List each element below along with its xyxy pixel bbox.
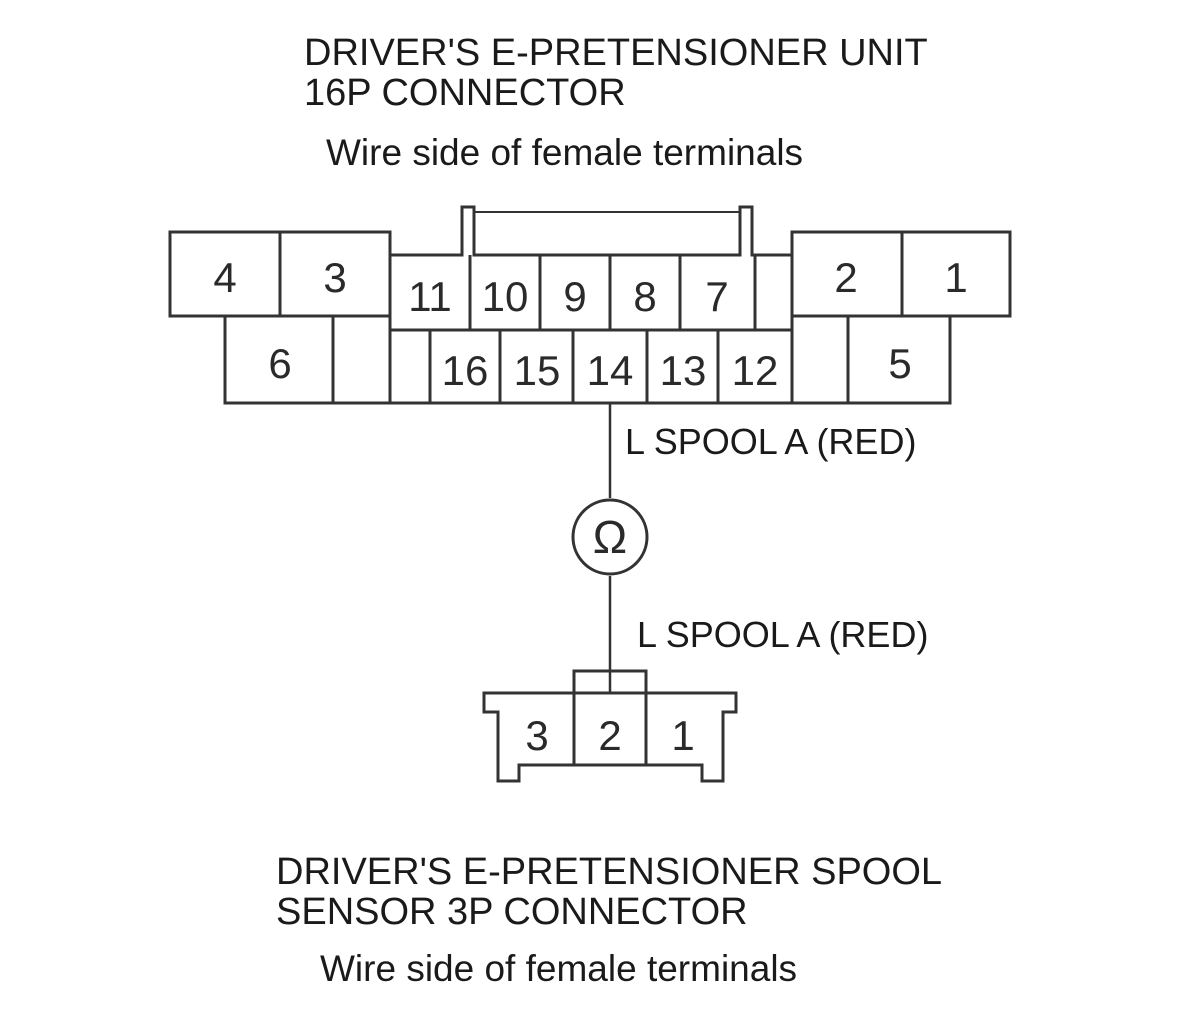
sensor-terminal-3: 3 [525,712,548,759]
unit-terminal-6: 6 [268,340,291,387]
unit-terminal-8: 8 [633,273,656,320]
unit-terminal-9: 9 [563,273,586,320]
unit-terminal-2: 2 [834,254,857,301]
wire-label-lower: L SPOOL A (RED) [637,614,929,655]
wire-label-upper: L SPOOL A (RED) [625,421,917,462]
unit-terminal-13: 13 [660,347,707,394]
sensor-terminal-2: 2 [598,712,621,759]
sensor-connector-outline [482,669,738,783]
ohmmeter-symbol [571,498,649,576]
unit-terminal-15: 15 [514,347,561,394]
sensor-terminal-1: 1 [671,712,694,759]
unit-connector-outline [168,205,1012,405]
sensor-connector-title-line2: SENSOR 3P CONNECTOR [276,891,748,933]
unit-terminal-4: 4 [213,254,236,301]
unit-terminal-1: 1 [944,254,967,301]
sensor-connector-view-note: Wire side of female terminals [320,948,798,989]
unit-terminal-11: 11 [408,273,452,320]
ohm-icon: Ω [593,511,627,563]
unit-connector-view-note: Wire side of female terminals [326,132,804,173]
unit-terminal-12: 12 [732,347,779,394]
unit-connector-title-line1: DRIVER'S E-PRETENSIONER UNIT [304,32,928,74]
unit-terminal-10: 10 [482,273,529,320]
unit-terminal-14: 14 [587,347,634,394]
unit-terminal-5: 5 [888,340,911,387]
sensor-connector-title-line1: DRIVER'S E-PRETENSIONER SPOOL [276,851,943,893]
unit-terminal-16: 16 [442,347,489,394]
unit-connector-title-line2: 16P CONNECTOR [304,72,626,114]
unit-terminal-3: 3 [323,254,346,301]
unit-terminal-7: 7 [705,273,728,320]
